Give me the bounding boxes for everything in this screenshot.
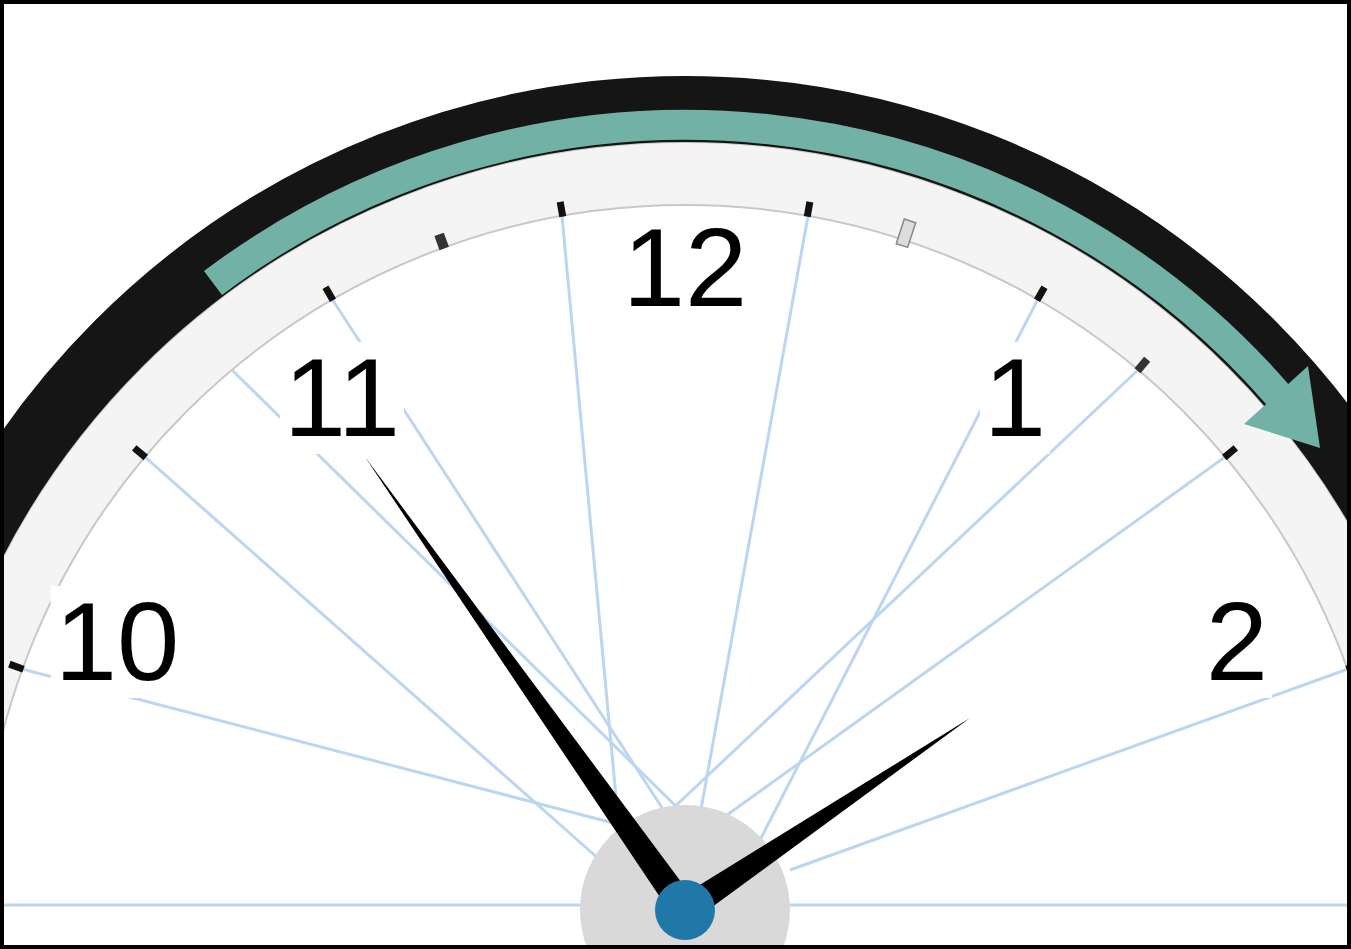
tire xyxy=(0,109,1351,949)
valve xyxy=(896,219,915,247)
clock-numeral: 11 xyxy=(280,342,404,454)
clock-numeral: 2 xyxy=(1202,586,1272,698)
minute-hand xyxy=(365,457,696,918)
rim-edge xyxy=(0,205,1351,949)
center-pin xyxy=(655,880,715,940)
hub xyxy=(580,805,790,949)
clock-numeral: 10 xyxy=(51,586,184,698)
rotation-arrowhead xyxy=(1244,366,1320,448)
clock-numeral: 12 xyxy=(619,212,752,324)
hour-hand xyxy=(677,718,970,921)
clock-numeral: 1 xyxy=(980,342,1050,454)
